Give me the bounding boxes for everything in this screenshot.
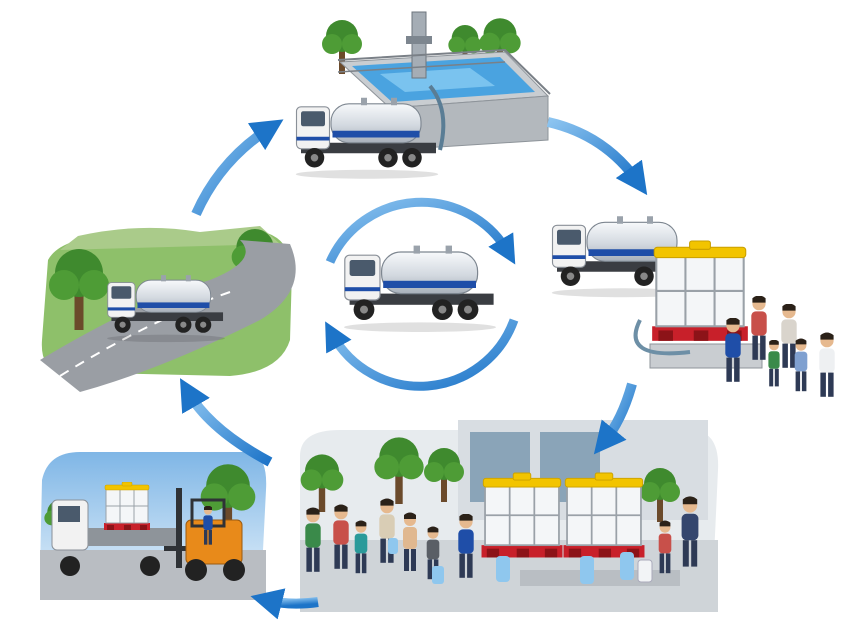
flatbed-truck: [51, 482, 178, 576]
arrow-distribution-to-forklift: [250, 588, 319, 620]
arrow-forklift-to-road: [179, 378, 273, 467]
water-tank-crate-icon: [633, 239, 763, 369]
step-road-transport: [40, 226, 296, 392]
step-tank-installation-delivery: [551, 215, 835, 397]
arrow-source-to-installation: [546, 117, 648, 196]
step-water-source-filling: [295, 11, 551, 180]
center-water-tanker-truck: [325, 197, 519, 391]
residents-with-water-jugs: [305, 496, 699, 584]
forklift-icon: [164, 488, 245, 581]
arrow-road-to-source: [191, 119, 284, 217]
arrow-installation-to-distribution: [593, 382, 637, 455]
tanker-truck-icon: [343, 244, 497, 333]
step-forklift-loading-tanks: [40, 452, 267, 600]
cycle-arrows: [179, 117, 648, 620]
step-water-distribution-to-residents: [300, 420, 719, 612]
